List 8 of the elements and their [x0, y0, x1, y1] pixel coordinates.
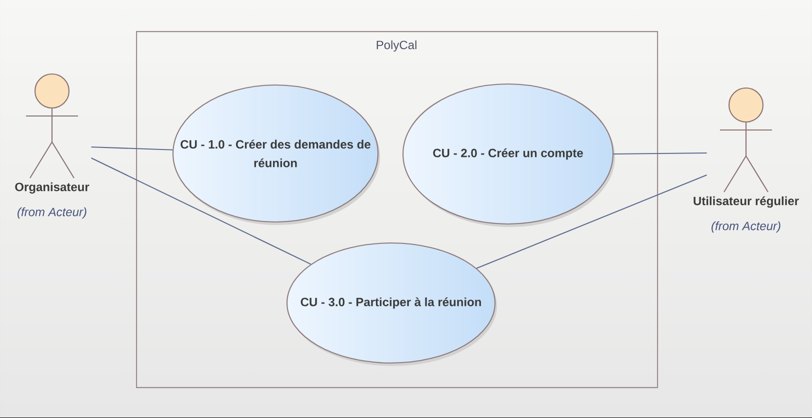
association-line — [91, 158, 312, 265]
actor-name: Organisateur — [15, 182, 90, 194]
association-line — [614, 152, 707, 155]
actor-note: (from Acteur) — [712, 221, 780, 233]
actor-name: Utilisateur régulier — [694, 196, 799, 208]
association-line — [476, 174, 707, 269]
association-line — [91, 146, 173, 150]
actor-note: (from Acteur) — [18, 207, 86, 219]
